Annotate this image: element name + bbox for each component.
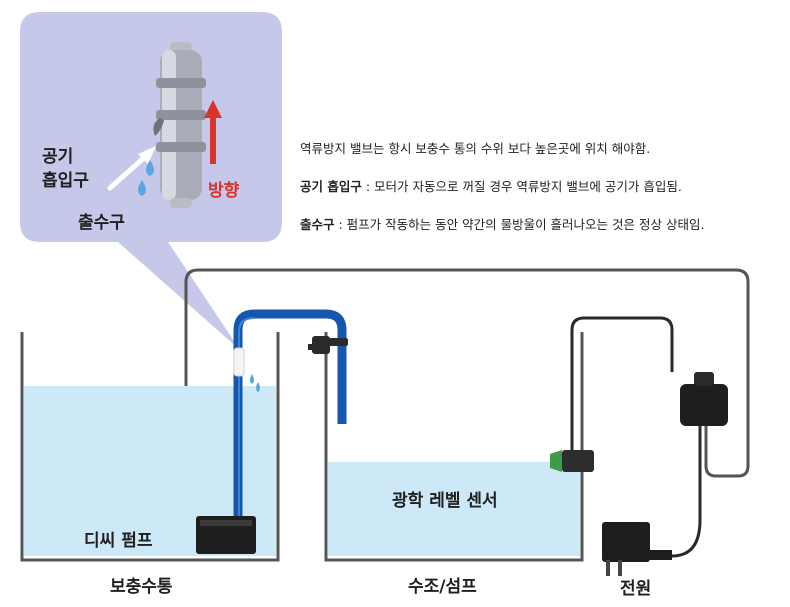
- flow-direction-arrow: [204, 100, 222, 164]
- note-text-air-inlet: : 모터가 자동으로 꺼질 경우 역류방지 밸브에 공기가 흡입됨.: [361, 179, 682, 194]
- sump-label: 수조/섬프: [408, 577, 477, 597]
- dc-pump: [196, 516, 256, 554]
- optical-sensor-label: 광학 레벨 센서: [392, 491, 498, 511]
- water-drops: [138, 160, 154, 196]
- reservoir-label: 보충수통: [110, 577, 173, 597]
- air-inlet-label-line2: 흡입구: [42, 171, 89, 191]
- note-term-air-inlet: 공기 흡입구: [300, 179, 362, 194]
- optical-level-sensor: [550, 316, 674, 472]
- outlet-label: 출수구: [78, 213, 125, 233]
- air-inlet-arrow: [107, 146, 156, 191]
- hose-clamp: [308, 336, 348, 354]
- note-line-2: 공기 흡입구 : 모터가 자동으로 꺼질 경우 역류방지 밸브에 공기가 흡입됨…: [300, 176, 682, 195]
- dc-pump-label: 디씨 펌프: [84, 531, 153, 551]
- inset-callout: [20, 12, 282, 350]
- check-valve: [233, 347, 260, 392]
- pump-cable: [184, 268, 750, 522]
- note-term-outlet: 출수구: [300, 217, 335, 232]
- check-valve-illustration: [153, 42, 206, 208]
- air-inlet-label-line1: 공기: [42, 147, 74, 167]
- controller-box: [671, 372, 728, 558]
- power-label: 전원: [620, 579, 652, 599]
- note-line-1: 역류방지 밸브는 항시 보충수 통의 수위 보다 높은곳에 위치 해야함.: [300, 141, 651, 156]
- outlet-tube: [233, 309, 347, 520]
- note-text-outlet: : 펌프가 작동하는 동안 약간의 물방울이 흘러나오는 것은 정상 상태임.: [334, 217, 705, 232]
- note-line-3: 출수구 : 펌프가 작동하는 동안 약간의 물방울이 흘러나오는 것은 정상 상…: [300, 214, 704, 233]
- power-adapter: [602, 522, 672, 576]
- sump-tank: [324, 332, 584, 562]
- direction-label: 방향: [208, 181, 240, 201]
